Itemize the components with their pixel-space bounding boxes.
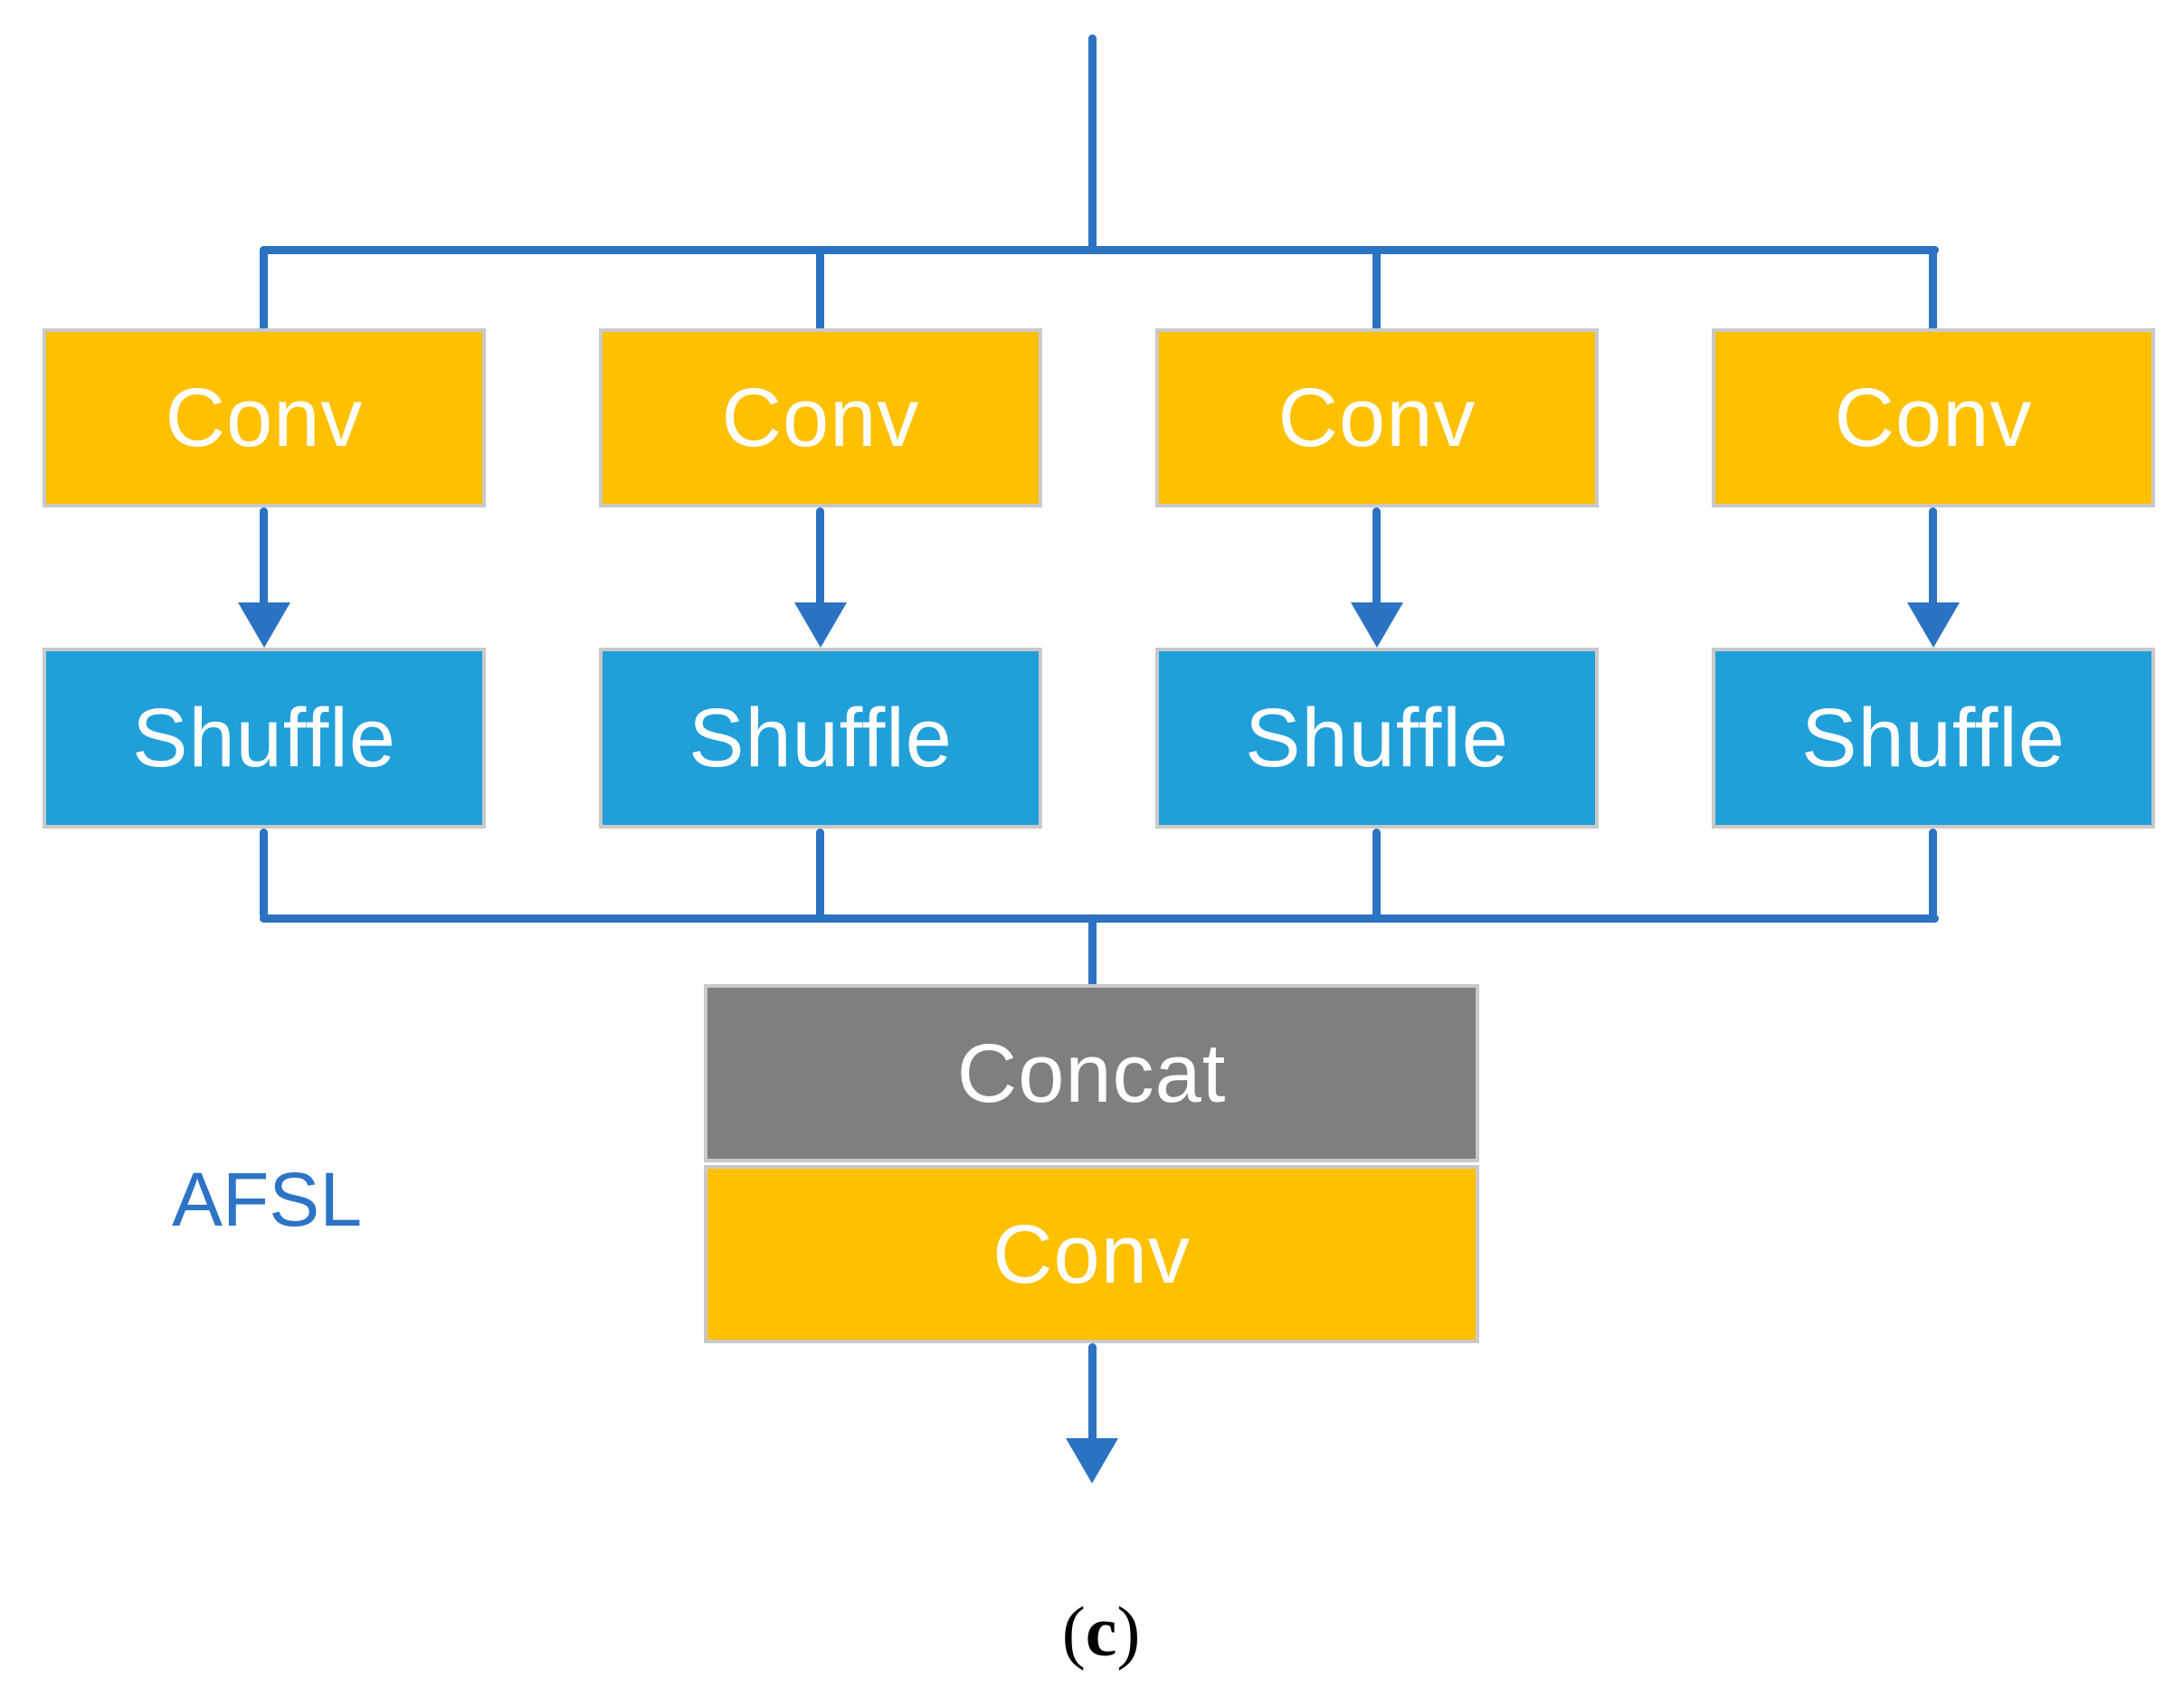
arrow-stem-3	[1372, 507, 1381, 607]
collection-line	[260, 914, 1939, 923]
conv-box-1: Conv	[43, 328, 486, 507]
shuffle-box-2-label: Shuffle	[688, 692, 953, 784]
shuffle-out-connector-2	[816, 829, 824, 919]
input-connector-line	[1088, 34, 1097, 254]
shuffle-out-connector-4	[1929, 829, 1937, 919]
arrow-down-icon-3	[1351, 602, 1403, 648]
shuffle-box-1-label: Shuffle	[132, 692, 396, 784]
figure-caption: (c)	[965, 1590, 1237, 1673]
distribution-line	[260, 246, 1939, 254]
concat-box: Concat	[704, 984, 1479, 1162]
caption-close-paren: )	[1116, 1592, 1141, 1671]
shuffle-box-3-label: Shuffle	[1245, 692, 1509, 784]
arrow-stem-4	[1929, 507, 1937, 607]
branch-connector-4	[1929, 246, 1937, 333]
branch-connector-3	[1372, 246, 1381, 333]
shuffle-box-3: Shuffle	[1155, 648, 1599, 829]
conv-box-2: Conv	[599, 328, 1042, 507]
shuffle-out-connector-1	[260, 829, 268, 919]
conv-box-4-label: Conv	[1834, 372, 2033, 464]
conv-box-3-label: Conv	[1277, 372, 1477, 464]
conv-box-4: Conv	[1712, 328, 2155, 507]
conv-out-box: Conv	[704, 1165, 1479, 1343]
output-arrow-down-icon	[1066, 1438, 1118, 1483]
branch-connector-2	[816, 246, 824, 333]
conv-box-1-label: Conv	[165, 372, 364, 464]
concat-box-label: Concat	[956, 1027, 1227, 1120]
caption-letter: c	[1085, 1592, 1117, 1671]
shuffle-box-2: Shuffle	[599, 648, 1042, 829]
shuffle-out-connector-3	[1372, 829, 1381, 919]
arrow-down-icon-4	[1907, 602, 1960, 648]
shuffle-box-4-label: Shuffle	[1801, 692, 2065, 784]
concat-drop-connector	[1088, 918, 1097, 987]
conv-box-3: Conv	[1155, 328, 1599, 507]
branch-connector-1	[260, 246, 268, 333]
conv-box-2-label: Conv	[721, 372, 920, 464]
shuffle-box-4: Shuffle	[1712, 648, 2155, 829]
arrow-down-icon-1	[238, 602, 290, 648]
output-arrow-stem	[1088, 1343, 1097, 1443]
arrow-stem-2	[816, 507, 824, 607]
conv-out-box-label: Conv	[992, 1208, 1191, 1301]
arrow-down-icon-2	[794, 602, 847, 648]
arrow-stem-1	[260, 507, 268, 607]
caption-open-paren: (	[1061, 1592, 1086, 1671]
shuffle-box-1: Shuffle	[43, 648, 486, 829]
afsl-label: AFSL	[171, 1157, 363, 1242]
